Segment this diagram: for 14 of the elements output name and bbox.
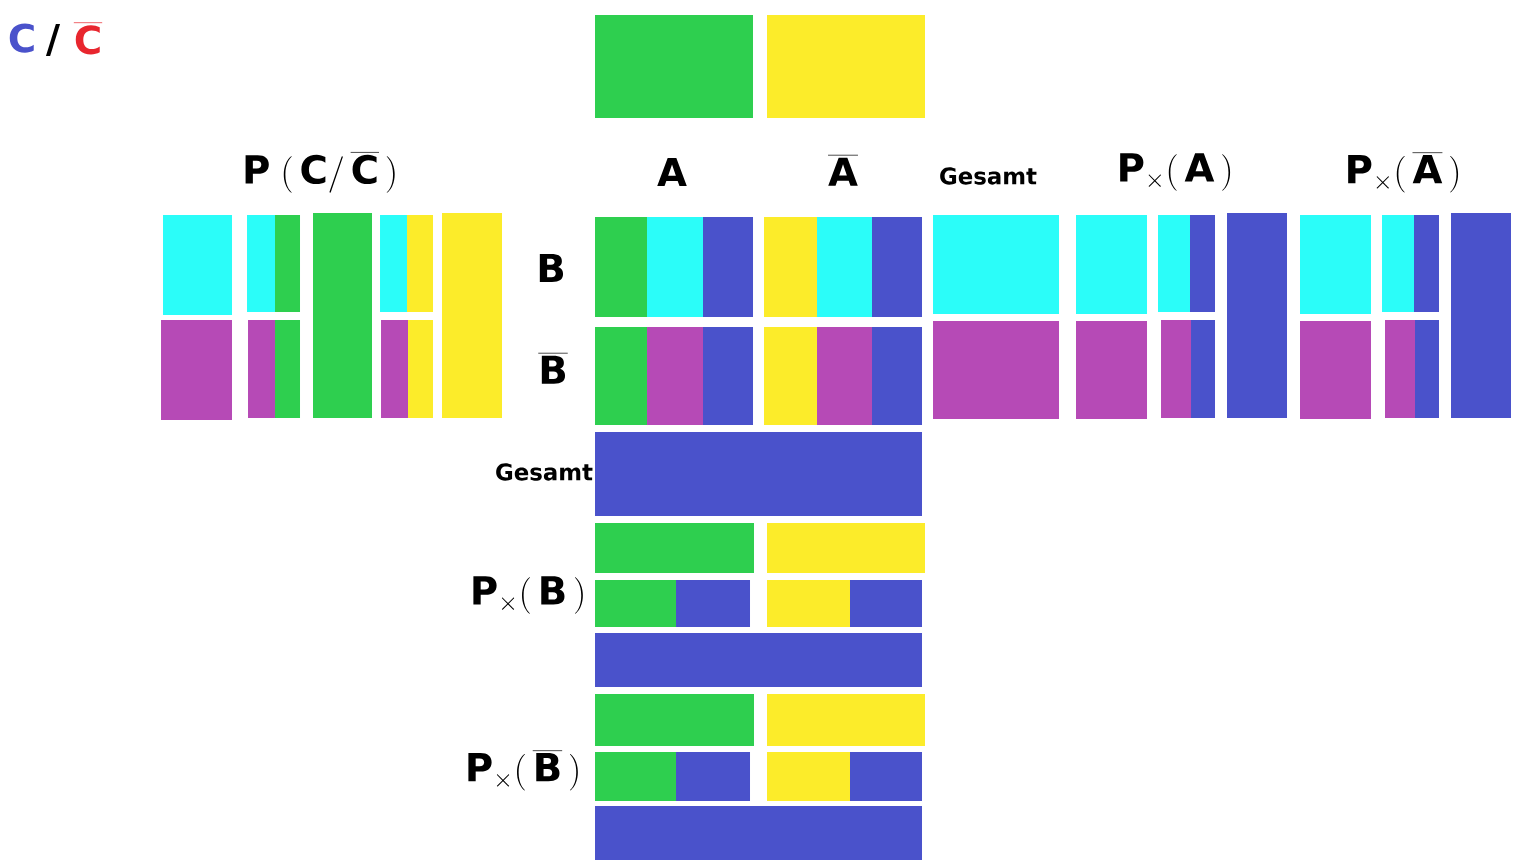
column-heading: $\mathbf{\overline{A}}$ [828,155,858,186]
row-heading: $\mathbf{\overline{B}}$ [538,353,568,384]
column-heading: A [657,157,687,187]
column-heading: $\mathbf{P_{\times}(\,\overline{A}\,)}$ [1348,152,1459,193]
legend-symbol: C [9,23,34,53]
separator-slash: / [45,24,61,56]
legend-symbol: $\mathbf{\overline{C}}$ [73,22,103,55]
row-heading: B [539,253,564,283]
column-heading: Gesamt [940,167,1037,185]
row-heading: $\mathbf{P_{\times}(\,B\,)}$ [473,576,583,614]
row-heading: $\mathbf{P_{\times}(\,\overline{B}\,)}$ [468,750,578,791]
column-heading: $\mathbf{P\;(\,C/\,\overline{C}\,)}$ [245,152,395,193]
column-heading: $\mathbf{P_{\times}(\,A\,)}$ [1120,153,1231,191]
row-heading: Gesamt [496,463,593,481]
